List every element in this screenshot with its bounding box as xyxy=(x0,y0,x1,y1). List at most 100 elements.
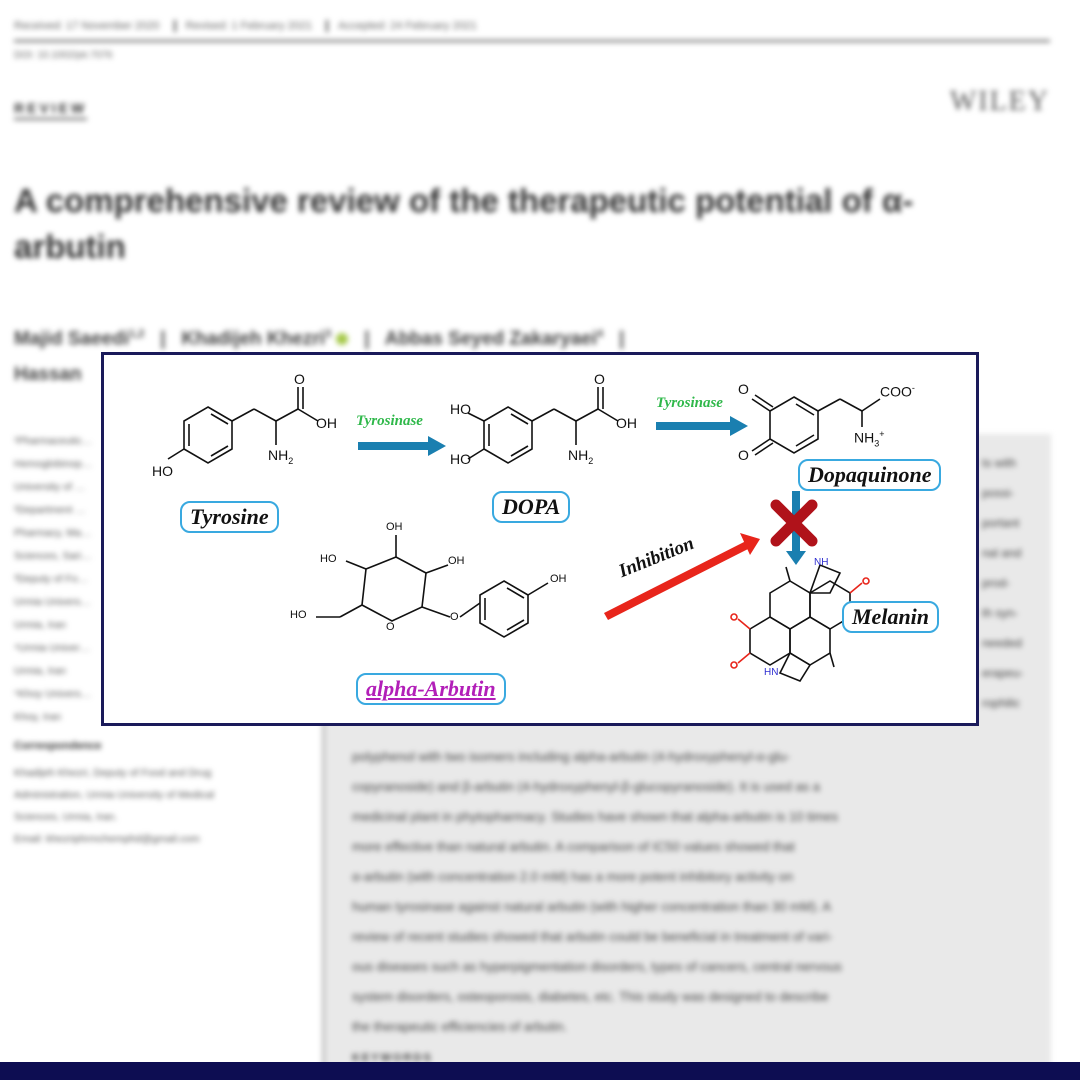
alpha-arbutin-structure xyxy=(316,535,549,638)
tyrosine-o-label: O xyxy=(294,371,305,387)
keywords-heading: KEYWORDS xyxy=(352,1052,433,1064)
dopa-o-label: O xyxy=(594,371,605,387)
correspondence-line: Khadijeh Khezri, Deputy of Food and Drug xyxy=(14,767,212,779)
reaction-arrow-2 xyxy=(656,416,748,436)
correspondence-details: Khadijeh Khezri, Deputy of Food and Drug… xyxy=(14,762,294,850)
correspondence-heading: Correspondence xyxy=(14,740,102,752)
orcid-icon[interactable] xyxy=(336,333,349,346)
blocked-x-icon xyxy=(770,499,818,547)
section-label: REVIEW xyxy=(14,100,88,120)
abstract-fragment: portant xyxy=(982,516,1020,530)
affiliations: ¹Pharmaceutic… Hemoglobinop… University of… xyxy=(14,430,294,729)
arbutin-oh-top-label: OH xyxy=(386,521,403,533)
abstract-line: ous diseases such as hyperpigmentation d… xyxy=(352,959,842,974)
arbutin-phenol-oh-label: OH xyxy=(550,573,567,585)
tyrosine-oh-label: OH xyxy=(316,415,337,431)
reaction-arrow-1 xyxy=(358,436,446,456)
tyrosine-ho-label: HO xyxy=(152,463,173,479)
dopaquinone-o2-label: O xyxy=(738,447,749,463)
abstract-line: review of recent studies showed that arb… xyxy=(352,929,833,944)
dopa-label: DOPA xyxy=(492,491,571,523)
correspondence-line: Email: khezriphrmchemphd@gmail.com xyxy=(14,833,200,845)
correspondence-line: Administration, Urmia University of Medi… xyxy=(14,789,215,801)
abstract-line: medicinal plant in phytopharmacy. Studie… xyxy=(352,809,839,824)
tyrosine-structure xyxy=(167,387,319,464)
arbutin-ho-ch2-label: HO xyxy=(290,609,307,621)
dopa-oh-label: OH xyxy=(616,415,637,431)
accepted-date: Accepted: 24 February 2021 xyxy=(326,20,491,32)
graphical-abstract-figure: HO OH O NH2 HO HO OH O NH2 O O COO- NH3+… xyxy=(101,352,979,726)
abstract-hidden-fragments: ts with possi-portant nal and prod-th syn-n… xyxy=(982,448,1042,718)
author-2[interactable]: Khadijeh Khezri xyxy=(181,328,325,350)
inhibition-arrow xyxy=(604,533,760,620)
author-separator: | xyxy=(160,328,166,350)
abstract-text: polyphenol with two isomers including al… xyxy=(352,742,1036,1042)
affiliation-line: Pharmacy, Ma… xyxy=(14,527,92,539)
affiliation-line: ³Deputy of Fo… xyxy=(14,573,89,585)
abstract-fragment: needed xyxy=(982,636,1023,650)
melanin-label: Melanin xyxy=(842,601,940,633)
author-1-affil: 1,2 xyxy=(129,328,145,340)
tyrosine-label: Tyrosine xyxy=(180,501,279,533)
received-date: Received: 17 November 2020 xyxy=(14,20,160,32)
affiliation-line: Hemoglobinop… xyxy=(14,458,93,470)
dopaquinone-o1-label: O xyxy=(738,381,749,397)
affiliation-line: Urmia, Iran xyxy=(14,665,66,677)
abstract-fragment: th syn- xyxy=(982,606,1019,620)
abstract-fragment: erapeu- xyxy=(982,666,1024,680)
doi: DOI: 10.1002/ptr.7076 xyxy=(14,50,113,61)
arbutin-ring-o-label: O xyxy=(386,621,395,633)
abstract-fragment: ts with xyxy=(982,456,1017,470)
author-separator: | xyxy=(364,328,370,350)
dopaquinone-structure xyxy=(751,394,881,456)
correspondence-line: Sciences, Urmia, Iran. xyxy=(14,811,118,823)
tyrosinase-label-2: Tyrosinase xyxy=(656,395,723,411)
affiliation-line: University of … xyxy=(14,481,86,493)
affiliation-line: ⁵Khoy Univers… xyxy=(14,688,92,700)
tyrosine-nh2-label: NH2 xyxy=(268,447,294,466)
dopa-ho2-label: HO xyxy=(450,451,471,467)
affiliation-line: Urmia Univers… xyxy=(14,596,92,608)
author-1[interactable]: Majid Saeedi xyxy=(14,328,130,350)
abstract-fragment: rophilic xyxy=(982,696,1021,710)
paper-title: A comprehensive review of the therapeuti… xyxy=(14,182,914,265)
pathway-diagram xyxy=(167,387,881,682)
dopa-ho1-label: HO xyxy=(450,401,471,417)
alpha-arbutin-label: alpha-Arbutin xyxy=(356,673,506,705)
dopa-nh2-label: NH2 xyxy=(568,447,594,466)
arbutin-oh-right-label: OH xyxy=(448,555,465,567)
affiliation-line: ⁴Urmia Univer… xyxy=(14,642,91,654)
publisher-logo: WILEY xyxy=(949,86,1050,117)
author-4[interactable]: Hassan xyxy=(14,364,82,386)
affiliation-line: Sciences, Sari… xyxy=(14,550,92,562)
abstract-line: more effective than natural arbutin. A c… xyxy=(352,839,795,854)
melanin-nh-label: NH xyxy=(814,557,829,568)
affiliation-line: ¹Pharmaceutic… xyxy=(14,435,93,447)
abstract-fragment: prod- xyxy=(982,576,1011,590)
author-2-affil: 3 xyxy=(325,328,332,340)
abstract-line: system disorders, osteoporosis, diabetes… xyxy=(352,989,829,1004)
affiliation-line: Urmia, Iran xyxy=(14,619,66,631)
revised-date: Revised: 1 February 2021 xyxy=(173,20,327,32)
dopa-structure xyxy=(467,387,619,464)
footer-bar xyxy=(0,1062,1080,1080)
abstract-line: the therapeutic efficiencies of arbutin. xyxy=(352,1019,568,1034)
author-separator: | xyxy=(618,328,625,350)
article-history: Received: 17 November 2020 Revised: 1 Feb… xyxy=(14,20,491,32)
abstract-line: copyranoside) and β-arbutin (4-hydroxyph… xyxy=(352,779,821,794)
abstract-fragment: nal and xyxy=(982,546,1022,560)
abstract-fragment: possi- xyxy=(982,486,1015,500)
abstract-line: human tyrosinase against natural arbutin… xyxy=(352,899,832,914)
abstract-line: polyphenol with two isomers including al… xyxy=(352,749,791,764)
arbutin-ho-left-label: HO xyxy=(320,553,337,565)
tyrosinase-label-1: Tyrosinase xyxy=(356,413,423,429)
dopaquinone-nh3-label: NH3+ xyxy=(854,429,885,449)
affiliation-line: Khoy, Iran xyxy=(14,711,62,723)
melanin-hn-label: HN xyxy=(764,667,779,678)
author-3[interactable]: Abbas Seyed Zakaryaei xyxy=(384,328,598,350)
arbutin-link-o-label: O xyxy=(450,611,459,623)
header-rule xyxy=(14,40,1050,42)
dopaquinone-label: Dopaquinone xyxy=(798,459,942,491)
affiliation-line: ²Department … xyxy=(14,504,86,516)
abstract-line: α-arbutin (with concentration 2.0 mM) ha… xyxy=(352,869,794,884)
